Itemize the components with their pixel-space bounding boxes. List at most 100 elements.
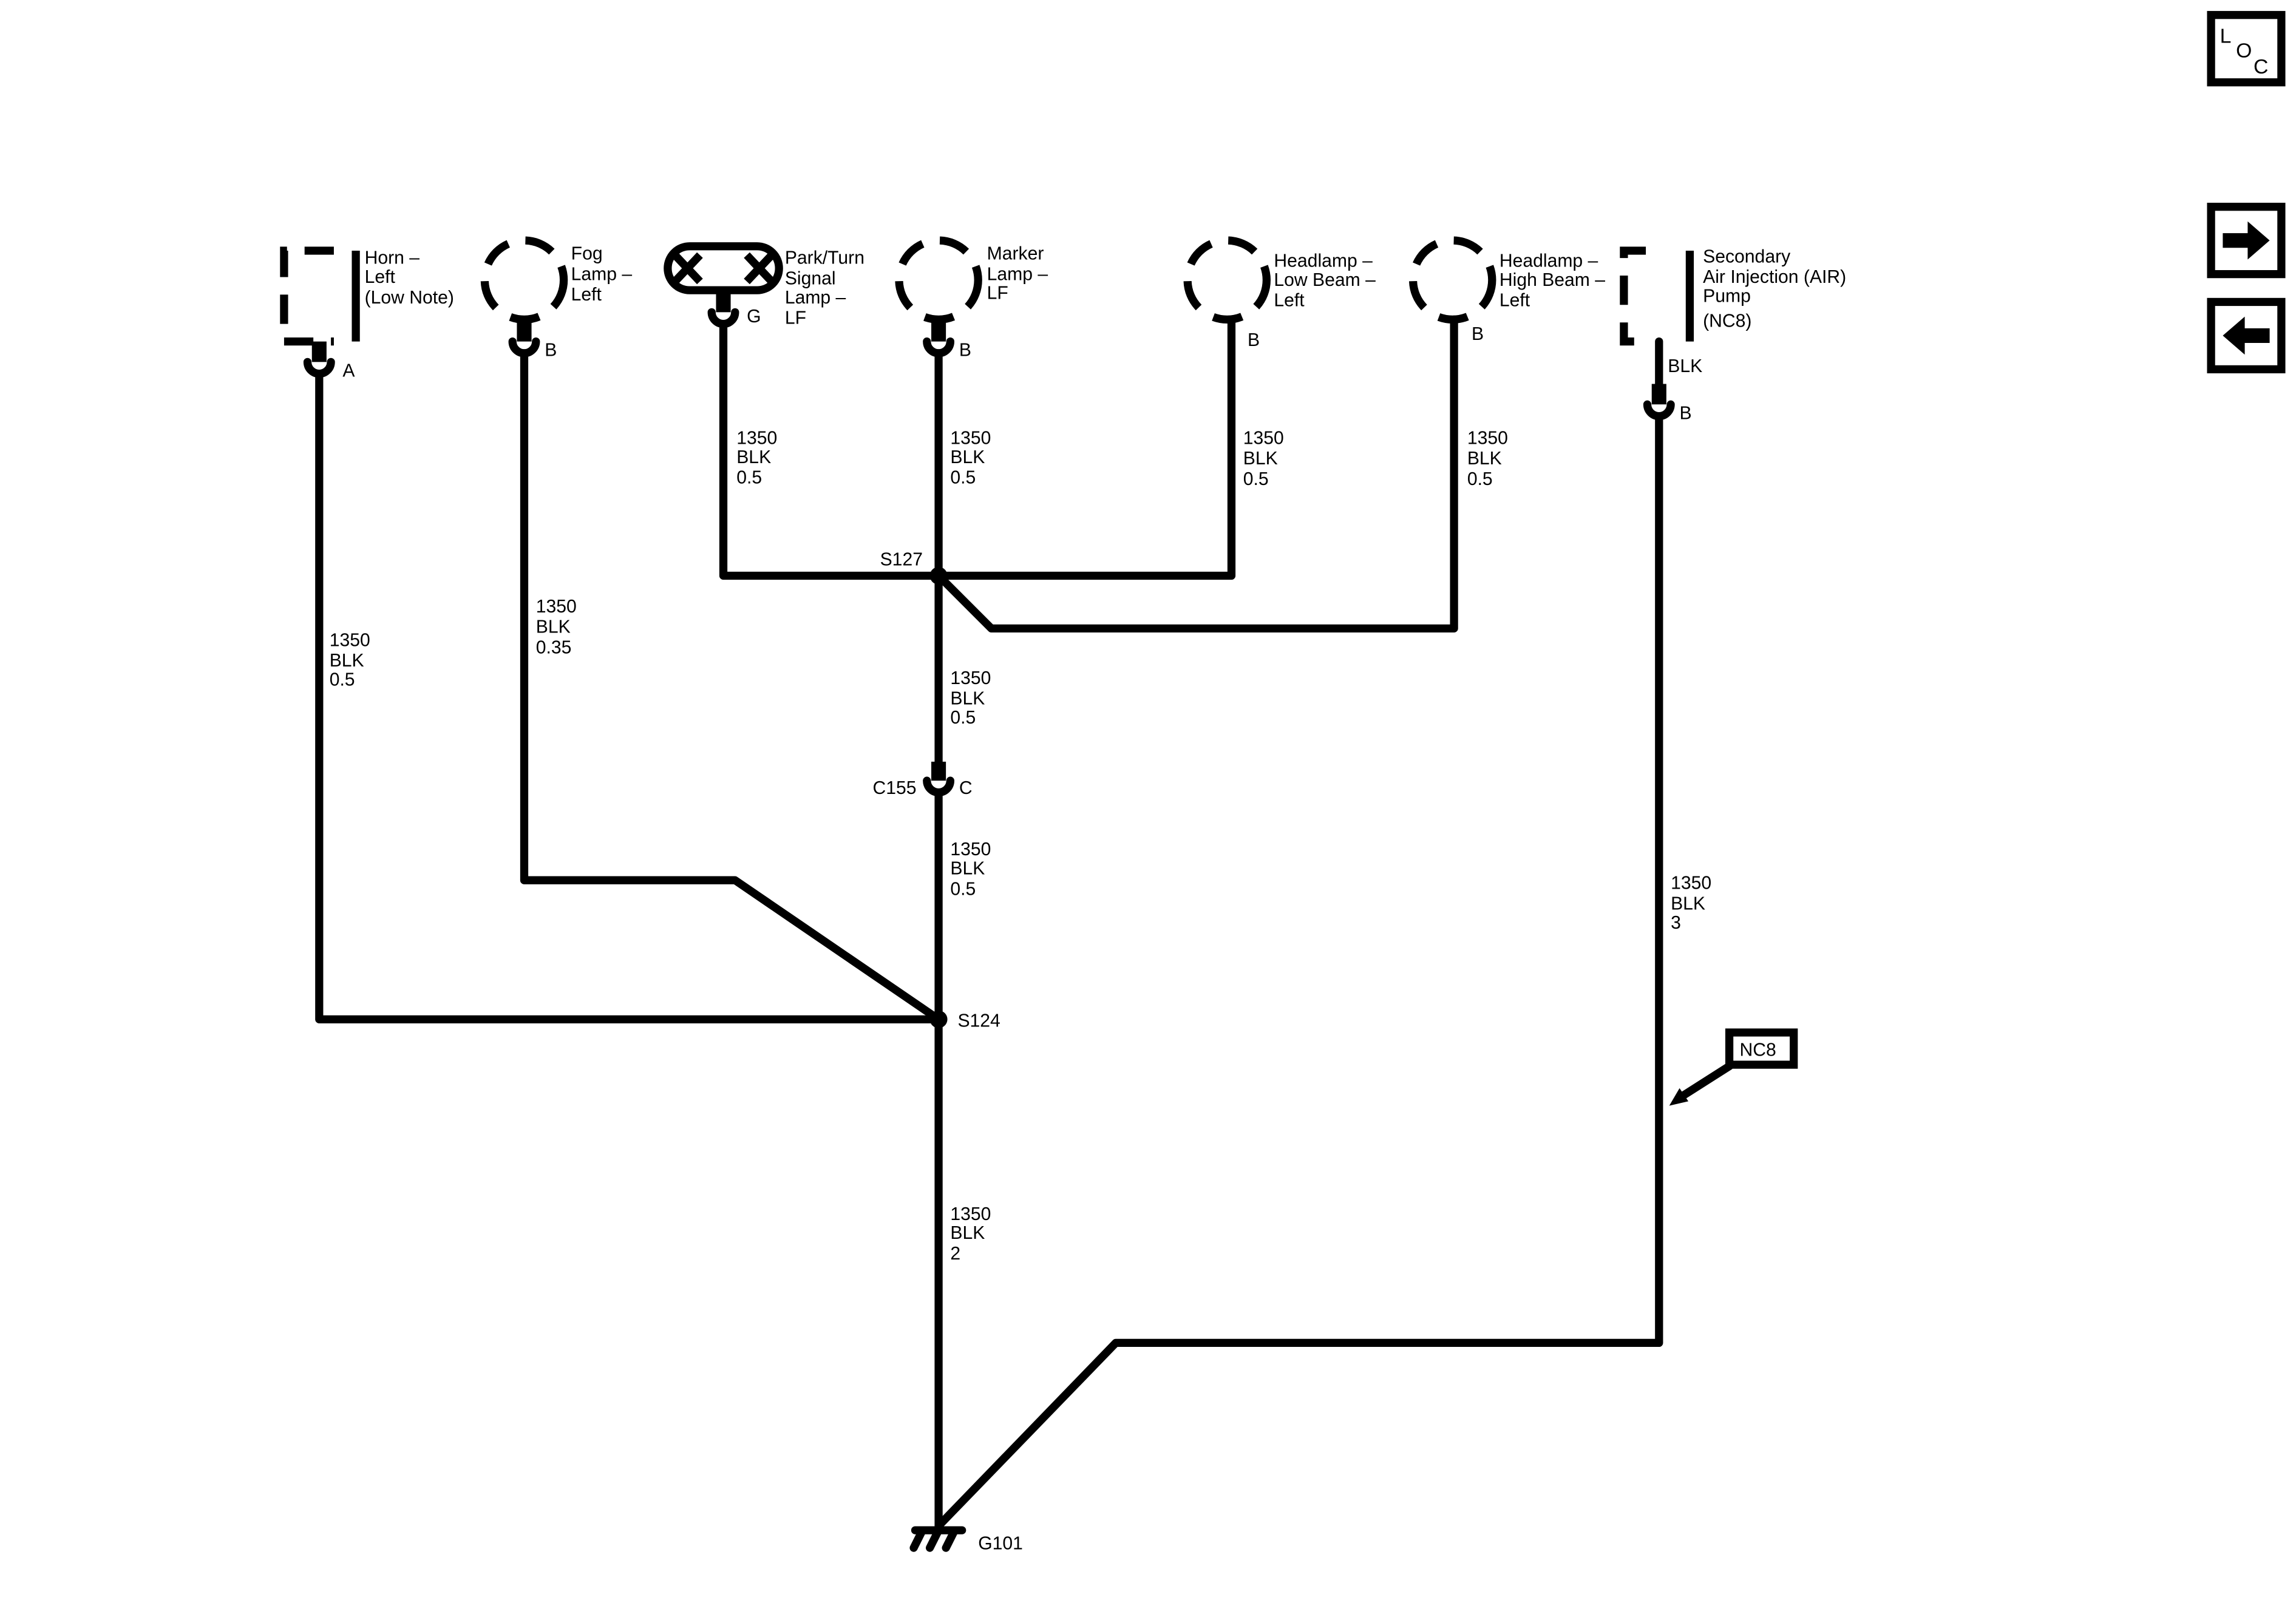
svg-text:1350: 1350 [1243,428,1284,448]
marker-pin-label: B [959,341,971,361]
svg-text:1350: 1350 [1671,873,1711,893]
svg-text:BLK: BLK [950,689,985,709]
secondary-air-injection-pump-component [1620,246,1694,421]
park-label: Park/Turn Signal Lamp – LF [785,248,864,328]
svg-text:0.5: 0.5 [950,468,976,488]
svg-text:Horn –: Horn – [365,248,420,268]
connector-c155-label: C155 [873,778,917,798]
svg-text:LF: LF [987,283,1008,303]
svg-text:High Beam –: High Beam – [1500,270,1605,290]
ground-g101-label: G101 [978,1533,1023,1553]
svg-text:3: 3 [1671,913,1681,933]
c155-s124-wire-label: 1350 BLK 0.5 [950,839,991,899]
svg-text:Left: Left [571,285,602,305]
park-pin-label: G [747,307,761,327]
svg-text:LF: LF [785,308,806,328]
horn-pin-label: A [342,361,355,381]
svg-text:1350: 1350 [950,839,991,859]
ground-g101-symbol [909,1526,966,1552]
svg-text:BLK: BLK [736,447,771,467]
svg-text:1350: 1350 [1467,428,1508,448]
park-turn-signal-lamp-lf-component [664,242,783,328]
svg-text:Fog: Fog [571,244,603,264]
loc-o-letter: O [2236,39,2252,63]
svg-text:BLK: BLK [950,1223,985,1243]
connector-c155-pin-label: C [959,778,973,798]
back-button[interactable] [2207,297,2286,374]
svg-text:0.5: 0.5 [330,670,355,690]
fog-wire-label: 1350 BLK 0.35 [536,597,577,658]
arrow-left-icon [2223,316,2270,355]
svg-text:BLK: BLK [1671,893,1705,914]
s124-ground-wire-label: 1350 BLK 2 [950,1204,991,1264]
svg-text:BLK: BLK [1467,449,1502,469]
low-beam-wire [934,315,1236,580]
high-beam-label: Headlamp – High Beam – Left [1500,251,1605,311]
loc-c-letter: C [2254,55,2268,78]
splice-s127-dot [929,567,948,585]
high-beam-wire [934,315,1458,632]
svg-text:(NC8): (NC8) [1703,311,1751,331]
s127-c155-wire-label: 1350 BLK 0.5 [950,668,991,728]
svg-text:Low Beam –: Low Beam – [1274,270,1376,290]
svg-text:1350: 1350 [736,428,777,448]
low-beam-pin-label: B [1248,330,1260,350]
low-beam-wire-label: 1350 BLK 0.5 [1243,428,1284,489]
svg-text:0.5: 0.5 [736,468,762,488]
park-wire-label: 1350 BLK 0.5 [736,428,777,487]
fog-wire [520,349,943,1023]
connector-c155 [923,761,955,797]
nc8-option-tag [1669,1028,1798,1106]
air-wire [934,412,1663,1530]
headlamp-high-beam-left-component [1408,236,1496,324]
svg-text:BLK: BLK [330,651,364,671]
svg-text:0.5: 0.5 [1467,469,1493,489]
svg-text:Lamp –: Lamp – [785,288,846,308]
fog-lamp-left-component [480,236,568,358]
horn-wire-label: 1350 BLK 0.5 [330,630,370,690]
splice-s124-dot [929,1010,948,1028]
svg-text:0.5: 0.5 [950,879,976,899]
splice-s124-label: S124 [957,1011,1000,1031]
svg-text:Lamp –: Lamp – [571,264,633,284]
marker-wire-label: 1350 BLK 0.5 [950,428,991,487]
svg-text:BLK: BLK [950,859,985,879]
svg-text:Signal: Signal [785,269,836,289]
fog-label: Fog Lamp – Left [571,244,633,305]
svg-text:Headlamp –: Headlamp – [1274,251,1373,271]
horn-left-component [280,246,360,378]
svg-text:0.5: 0.5 [1243,469,1269,489]
svg-text:0.5: 0.5 [950,708,976,728]
arrow-right-icon [2223,221,2270,260]
svg-text:Marker: Marker [987,244,1044,264]
svg-text:Park/Turn: Park/Turn [785,248,864,268]
loc-button[interactable]: L O C [2207,11,2286,87]
low-beam-label: Headlamp – Low Beam – Left [1274,251,1376,311]
air-wire-color-label: BLK [1668,356,1702,376]
headlamp-low-beam-left-component [1183,236,1271,324]
marker-lamp-lf-component [895,236,982,358]
svg-text:BLK: BLK [536,617,571,637]
air-wire-label: 1350 BLK 3 [1671,873,1711,933]
high-beam-wire-label: 1350 BLK 0.5 [1467,428,1508,489]
air-pin-label: B [1680,403,1692,423]
wires [315,315,1663,1530]
svg-text:1350: 1350 [950,1204,991,1224]
svg-text:1350: 1350 [950,668,991,688]
svg-text:0.35: 0.35 [536,637,572,657]
fog-pin-label: B [545,341,557,361]
svg-text:Left: Left [1500,291,1530,311]
park-wire [719,319,943,580]
high-beam-pin-label: B [1472,324,1484,344]
svg-text:Lamp –: Lamp – [987,264,1048,284]
forward-button[interactable] [2207,203,2286,279]
svg-text:2: 2 [950,1244,960,1264]
svg-text:Pump: Pump [1703,286,1751,306]
air-pump-label: Secondary Air Injection (AIR) Pump (NC8) [1703,246,1846,331]
svg-text:(Low Note): (Low Note) [365,288,454,308]
marker-label: Marker Lamp – LF [987,244,1048,303]
svg-text:1350: 1350 [950,428,991,448]
svg-text:Headlamp –: Headlamp – [1500,251,1598,271]
svg-text:Left: Left [365,267,396,287]
svg-text:Secondary: Secondary [1703,246,1790,266]
